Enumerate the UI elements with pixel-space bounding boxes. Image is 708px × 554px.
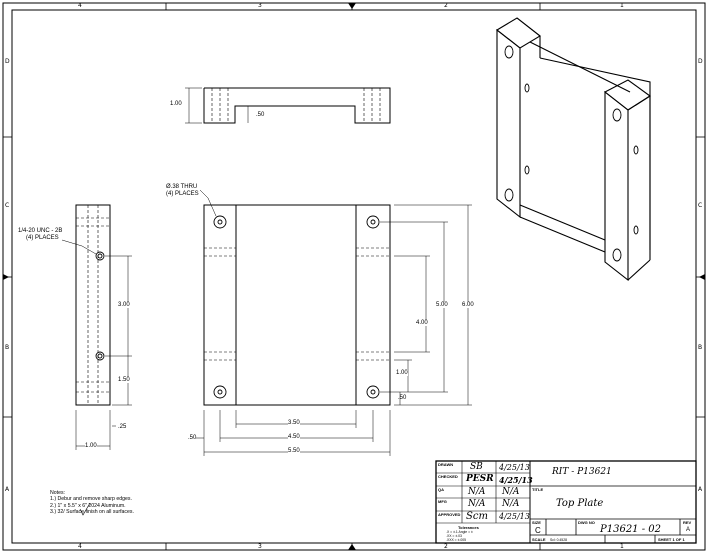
dim-pocket: 1.00: [396, 370, 408, 376]
front-view: [196, 189, 472, 456]
zone-bottom-3: 3: [258, 543, 262, 550]
zone-top-1: 1: [620, 2, 624, 9]
scale-value: Scl: 0.4528: [550, 538, 567, 542]
inner-border: [11, 9, 697, 544]
checked-date: 4/25/13: [499, 475, 533, 485]
zone-right-B: B: [698, 344, 703, 351]
note-item: 1.) Debur and remove sharp edges.: [50, 496, 132, 503]
label-rev: REV: [683, 520, 692, 525]
dim-tap-bottom: 1.50: [118, 377, 130, 383]
title-block-grid: [435, 460, 697, 544]
drawn-date: 4/25/13: [499, 463, 530, 472]
label-drawn: DRAWN: [438, 462, 454, 467]
checked-by: PESR: [466, 474, 494, 484]
top-view: [185, 87, 391, 124]
approved-date: 4/25/13: [499, 512, 530, 521]
tolerances-line3: .XXX = ±.005: [446, 538, 467, 542]
dim-bottom-offset: .50: [398, 395, 407, 401]
zone-left-C: C: [5, 202, 10, 209]
label-sheet: SHEET 1 OF 1: [658, 537, 685, 542]
mfg-by: N/A: [468, 499, 486, 509]
label-dwg-no: DWG NO: [578, 520, 595, 525]
label-qa: QA: [438, 487, 444, 492]
label-scale: SCALE: [532, 537, 546, 542]
part-title: Top Plate: [556, 498, 604, 509]
dim-overall-height: 6.00: [462, 302, 474, 308]
zone-top-4: 4: [78, 2, 82, 9]
top-view-slot-dim: .50: [256, 112, 265, 118]
zone-right-A: A: [698, 486, 703, 493]
isometric-view: [496, 17, 651, 282]
zone-bottom-4: 4: [78, 543, 82, 550]
dim-side-width: 1.00: [85, 443, 97, 449]
zone-right-C: C: [698, 202, 703, 209]
dim-inner-width: 3.50: [288, 420, 300, 426]
tolerances-line2: .XX = ±.03: [446, 534, 462, 538]
notes-block: Notes: 1.) Debur and remove sharp edges.…: [50, 490, 134, 516]
surface-finish-icon: [79, 502, 91, 516]
note-item: 3.) 32/ Surface finish on all surfaces.: [50, 509, 134, 516]
tolerances-line1: .X = ±.1 Angle = ±: [446, 530, 473, 534]
zone-left-D: D: [5, 58, 10, 65]
dwg-number: P13621 - 02: [600, 524, 662, 535]
hole-callout-line2: (4) PLACES: [166, 191, 199, 197]
dim-hole-spacing: 4.50: [288, 434, 300, 440]
zone-top-2: 2: [444, 2, 448, 9]
rev-value: A: [686, 527, 691, 533]
label-approved: APPROVED: [438, 512, 461, 517]
centering-marks: [3, 3, 705, 550]
label-title: TITLE: [532, 487, 544, 492]
qa-date: N/A: [502, 487, 520, 497]
zone-left-A: A: [5, 486, 10, 493]
label-mfg: MFG: [438, 499, 447, 504]
dim-overall-width: 5.50: [288, 448, 300, 454]
zone-right-D: D: [698, 58, 703, 65]
qa-by: N/A: [468, 487, 486, 497]
dim-edge-offset: .50: [188, 435, 197, 441]
zone-bottom-2: 2: [444, 543, 448, 550]
dim-tap-spacing: 3.00: [118, 302, 130, 308]
side-view: [61, 204, 132, 450]
dim-hole-height: 5.00: [436, 302, 448, 308]
tap-callout-line1: 1/4-20 UNC - 2B: [18, 228, 63, 234]
drawn-by: SB: [470, 462, 483, 472]
company-name: RIT - P13621: [552, 467, 612, 477]
top-view-height-dim: 1.00: [170, 101, 182, 107]
notes-heading: Notes:: [50, 490, 65, 496]
zone-top-3: 3: [258, 2, 262, 9]
mfg-date: N/A: [502, 499, 520, 509]
tap-callout-line2: (4) PLACES: [26, 235, 59, 241]
dim-inner-height: 4.00: [416, 320, 428, 326]
zone-left-B: B: [5, 344, 10, 351]
label-size: SIZE: [532, 520, 541, 525]
tolerances-heading: Tolerances: [458, 525, 479, 530]
hole-callout-line1: Ø.38 THRU: [166, 184, 198, 190]
label-checked: CHECKED: [438, 474, 458, 479]
zone-bottom-1: 1: [620, 543, 624, 550]
approved-by: Scm: [466, 511, 488, 522]
note-item: 2.) 1" x 5.5" x 6" 2024 Aluminum.: [50, 502, 126, 509]
size-value: C: [535, 526, 541, 535]
dim-side-bottom: .25: [118, 424, 127, 430]
